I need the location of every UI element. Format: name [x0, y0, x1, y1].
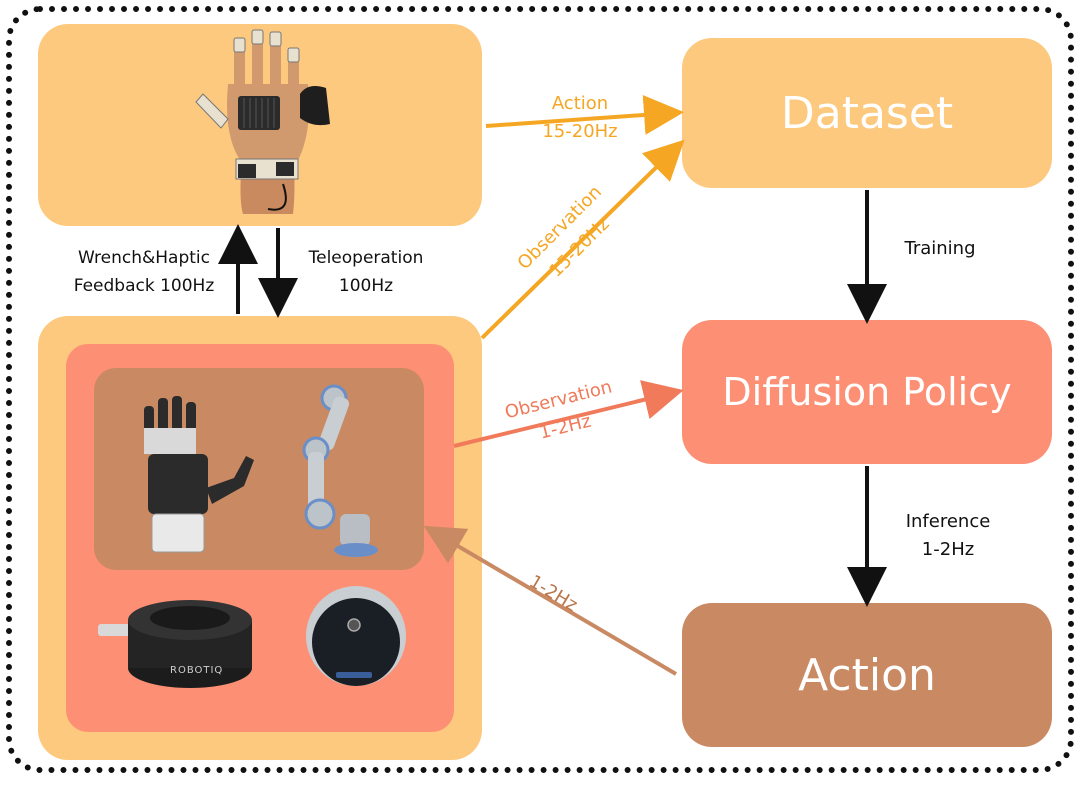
dataset-node: Dataset: [682, 38, 1052, 188]
robot-arm-image: [302, 384, 378, 557]
haptic-glove-image: [195, 29, 330, 214]
teleoperation-label: Teleoperation 100Hz: [308, 248, 424, 296]
wrench-feedback-label: Wrench&Haptic Feedback 100Hz: [73, 248, 215, 296]
action-arrow: [485, 95, 684, 135]
robotic-hand-image: [144, 396, 254, 553]
teleop-glove-box: [38, 24, 482, 226]
dataset-label: Dataset: [780, 87, 954, 139]
robot-hardware-panel: [94, 368, 424, 570]
sensor-brand-logo: ROBOTIQ: [170, 665, 224, 676]
observation-low-arrow: [453, 380, 684, 448]
dotted-frame: [6, 6, 1074, 773]
action-node: Action: [682, 603, 1052, 747]
training-label: Training: [904, 238, 976, 259]
action-feedback-arrow: [423, 525, 678, 676]
action-edge-label: Action 15-20Hz: [542, 93, 618, 142]
diffusion-policy-label: Diffusion Policy: [722, 370, 1012, 414]
inference-label: Inference 1-2Hz: [905, 511, 991, 560]
diffusion-policy-node: Diffusion Policy: [682, 320, 1052, 464]
observation-high-arrow: [480, 139, 685, 340]
action-label: Action: [798, 649, 936, 701]
